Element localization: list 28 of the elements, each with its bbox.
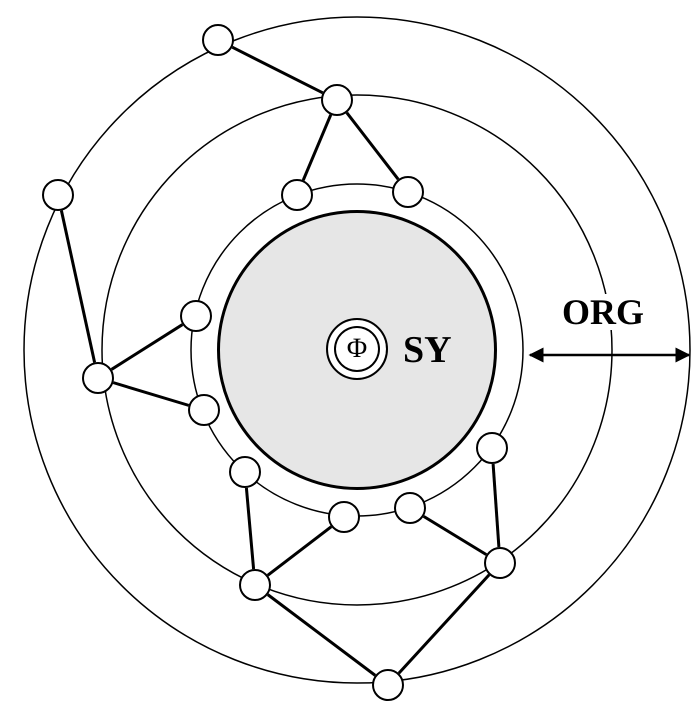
- connector-line: [346, 112, 400, 180]
- node-circle: [392, 176, 424, 208]
- node-circle: [328, 501, 360, 533]
- connector-line: [266, 593, 376, 677]
- node-circle: [180, 300, 212, 332]
- node-circle: [484, 547, 516, 579]
- connector-line: [244, 488, 256, 570]
- connector-line: [110, 323, 184, 371]
- connector-line: [232, 46, 324, 94]
- node-circle: [239, 569, 271, 601]
- connector-line: [302, 114, 332, 181]
- node-circle: [281, 179, 313, 211]
- node-circle: [476, 432, 508, 464]
- connector-line: [492, 464, 500, 548]
- node-circle: [372, 669, 404, 701]
- connector-line: [422, 515, 488, 556]
- core-label: SY: [403, 331, 452, 369]
- connector-line: [112, 381, 190, 407]
- connector-line: [398, 574, 490, 674]
- double-ring: Φ: [326, 318, 388, 380]
- connector-line: [60, 210, 96, 363]
- node-circle: [82, 362, 114, 394]
- connector-line: [266, 526, 332, 576]
- node-circle: [321, 84, 353, 116]
- node-circle: [202, 24, 234, 56]
- node-circle: [42, 179, 74, 211]
- node-circle: [188, 394, 220, 426]
- node-circle: [394, 492, 426, 524]
